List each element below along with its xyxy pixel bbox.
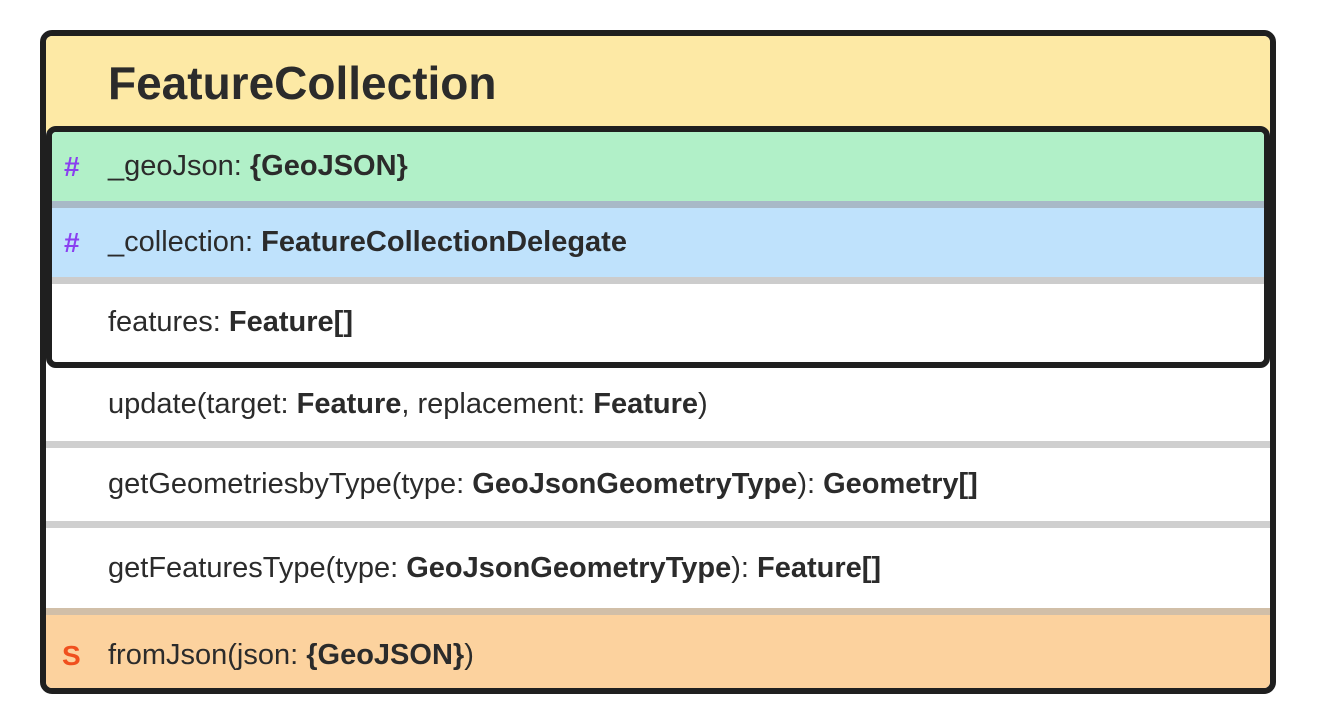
uml-class-box: FeatureCollection # _geoJson: {GeoJSON} … xyxy=(40,30,1276,694)
attribute-text: features: Feature[] xyxy=(108,305,353,338)
attribute-row-features: features: Feature[] xyxy=(52,284,1264,360)
method-row-get-features: getFeaturesType(type: GeoJsonGeometryTyp… xyxy=(46,528,1270,608)
attribute-row-collection: # _collection: FeatureCollectionDelegate xyxy=(52,208,1264,284)
class-header: FeatureCollection xyxy=(46,36,1270,132)
methods-section: update(target: Feature, replacement: Fea… xyxy=(46,368,1270,688)
attribute-text: _geoJson: {GeoJSON} xyxy=(108,150,408,182)
method-text: getGeometriesbyType(type: GeoJsonGeometr… xyxy=(108,468,978,500)
protected-icon: # xyxy=(64,226,80,258)
attribute-row-geojson: # _geoJson: {GeoJSON} xyxy=(52,132,1264,208)
method-row-get-geometries: getGeometriesbyType(type: GeoJsonGeometr… xyxy=(46,448,1270,528)
protected-icon: # xyxy=(64,150,80,182)
method-text: getFeaturesType(type: GeoJsonGeometryTyp… xyxy=(108,551,882,584)
attributes-section: # _geoJson: {GeoJSON} # _collection: Fea… xyxy=(46,126,1270,368)
method-row-from-json: S fromJson(json: {GeoJSON}) xyxy=(46,608,1270,688)
class-name: FeatureCollection xyxy=(108,57,497,109)
method-text: update(target: Feature, replacement: Fea… xyxy=(108,388,708,420)
method-text: fromJson(json: {GeoJSON}) xyxy=(108,639,474,671)
static-icon: S xyxy=(62,639,81,671)
method-row-update: update(target: Feature, replacement: Fea… xyxy=(46,368,1270,448)
attribute-text: _collection: FeatureCollectionDelegate xyxy=(108,226,627,258)
